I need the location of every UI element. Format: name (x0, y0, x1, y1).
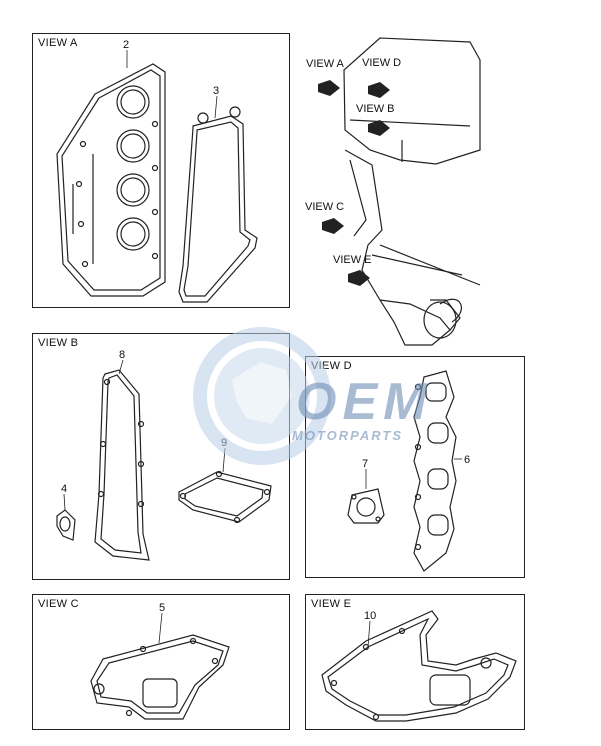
part-number-6: 6 (464, 454, 470, 466)
exhaust-cover-gasket (94, 369, 150, 561)
part-number-2: 2 (123, 39, 129, 51)
panel-title: VIEW A (38, 37, 78, 49)
arrow-icon (368, 82, 390, 98)
panel-view-c: VIEW C 5 (32, 594, 290, 730)
engine-view-b-label: VIEW B (356, 103, 395, 115)
panel-view-d: VIEW D 6 7 (305, 356, 525, 578)
panel-title: VIEW C (38, 598, 79, 610)
panel-title: VIEW B (38, 337, 79, 349)
arrow-icon (368, 120, 390, 136)
part-number-5: 5 (159, 602, 165, 614)
panel-title: VIEW E (311, 598, 352, 610)
engine-view-e-label: VIEW E (333, 254, 372, 266)
view-c-drawing: 5 (90, 602, 230, 720)
cylinder-head-gasket (56, 63, 166, 297)
arrow-icon (318, 80, 340, 96)
arrow-icon (322, 218, 344, 234)
arrow-icon (348, 270, 370, 286)
panel-view-e: VIEW E 10 (305, 594, 525, 730)
watermark-logo: OEM MOTORPARTS (292, 372, 468, 452)
view-d-drawing: 6 7 (347, 370, 470, 572)
intake-manifold-gasket (413, 370, 457, 572)
view-e-drawing: 10 (321, 610, 517, 722)
panel-view-a: VIEW A 2 3 (32, 33, 290, 308)
part-number-3: 3 (213, 85, 219, 97)
part-number-4: 4 (61, 483, 67, 495)
small-gasket (56, 509, 76, 541)
part-number-7: 7 (362, 458, 368, 470)
head-cover-gasket (178, 106, 258, 303)
view-a-drawing: 2 3 (56, 39, 258, 303)
engine-view-c-label: VIEW C (305, 201, 345, 213)
engine-view-a-label: VIEW A (306, 58, 344, 70)
view-arrows (318, 80, 390, 286)
watermark-brand: OEM (296, 373, 433, 431)
thermostat-gasket (178, 470, 272, 524)
engine-view-d-label: VIEW D (362, 57, 402, 69)
watermark-sub: MOTORPARTS (292, 428, 404, 443)
cylinder-block-gasket (90, 634, 230, 720)
part-number-10: 10 (364, 610, 376, 622)
crankcase-gasket (321, 610, 517, 722)
part-number-8: 8 (119, 349, 125, 361)
throttle-body-gasket (347, 488, 385, 524)
